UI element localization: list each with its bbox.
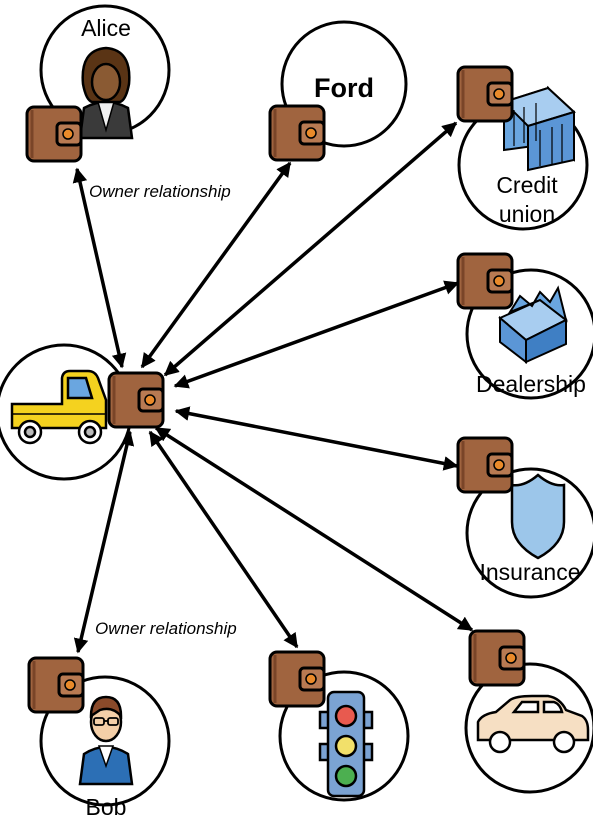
- dealership-label: Dealership: [476, 371, 586, 397]
- arrow-to-dealership: [173, 280, 460, 389]
- bob-wallet-icon: [27, 656, 85, 714]
- traffic-light-icon: [318, 690, 374, 798]
- bob-label: Bob: [86, 794, 127, 820]
- truck-wallet-icon: [107, 371, 165, 429]
- traffic-light-wallet-icon: [268, 650, 326, 708]
- pickup-truck-icon: [10, 369, 108, 445]
- arrow-to-bob: [73, 430, 135, 654]
- relationship-arrows: [72, 121, 474, 654]
- bob-owner-relationship-label: Owner relationship: [95, 619, 237, 638]
- arrow-to-traffic-light: [148, 430, 299, 649]
- car-icon: [476, 694, 590, 754]
- dealership-wallet-icon: [456, 252, 514, 310]
- insurance-label: Insurance: [479, 559, 580, 585]
- woman-avatar-icon: [78, 46, 134, 140]
- alice-wallet-icon: [25, 105, 83, 163]
- arrow-to-insurance: [174, 406, 459, 471]
- ford-wallet-icon: [268, 104, 326, 162]
- ford-label: Ford: [314, 73, 374, 103]
- factory-building-icon: [498, 285, 568, 365]
- bank-building-icon: [502, 85, 576, 172]
- credit-union-label-line2: union: [499, 201, 555, 227]
- man-avatar-icon: [78, 695, 134, 786]
- insurance-wallet-icon: [456, 436, 514, 494]
- car-wallet-icon: [468, 629, 526, 687]
- credit-union-wallet-icon: [456, 65, 514, 123]
- arrow-to-alice: [72, 167, 127, 369]
- alice-label: Alice: [81, 15, 131, 41]
- shield-icon: [510, 473, 566, 560]
- credit-union-label-line1: Credit: [496, 172, 558, 198]
- alice-owner-relationship-label: Owner relationship: [89, 182, 231, 201]
